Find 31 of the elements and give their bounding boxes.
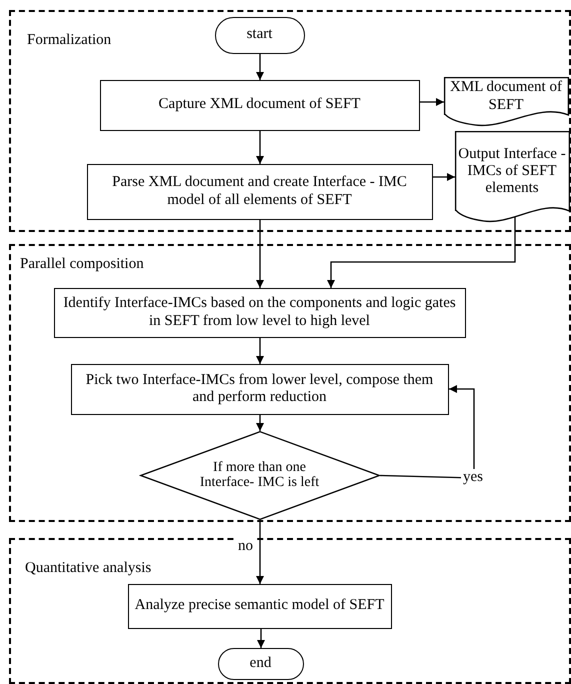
section-heading: Parallel composition — [20, 256, 144, 274]
arrow — [257, 629, 265, 648]
arrow — [420, 98, 444, 106]
process-box: Analyze precise semantic model of SEFT — [128, 584, 392, 628]
terminal-shape: end — [218, 648, 304, 680]
edge-label: yes — [461, 469, 485, 486]
document-shape — [444, 76, 568, 126]
arrow — [256, 131, 264, 164]
arrow — [256, 415, 264, 431]
decision-diamond — [140, 430, 380, 520]
arrow — [256, 338, 264, 364]
document-shape — [454, 130, 570, 222]
process-box: Identify Interface-IMCs based on the components and logic gates in SEFT from low level to high level — [54, 288, 466, 338]
process-box: Pick two Interface-IMCs from lower level, compose them and perform reduction — [70, 364, 448, 414]
document-label: Output Interface - IMCs of SEFT elements — [457, 146, 567, 198]
section-panel — [9, 538, 571, 684]
arrow — [433, 173, 455, 181]
decision-text: If more than one Interface- IMC is left — [198, 460, 320, 490]
process-box: Parse XML document and create Interface - IMC model of all elements of SEFT — [86, 164, 432, 220]
arrow — [256, 54, 264, 80]
document-label: XML document of SEFT — [449, 79, 563, 114]
process-box: Capture XML document of SEFT — [100, 80, 420, 130]
arrow — [256, 520, 264, 584]
section-panel — [9, 244, 571, 522]
section-heading: Formalization — [27, 32, 112, 50]
terminal-shape: start — [214, 16, 304, 54]
arrow — [380, 385, 475, 479]
section-heading: Quantitative analysis — [25, 560, 152, 578]
section-panel — [9, 10, 571, 232]
arrow — [256, 220, 264, 288]
arrow — [327, 217, 516, 288]
